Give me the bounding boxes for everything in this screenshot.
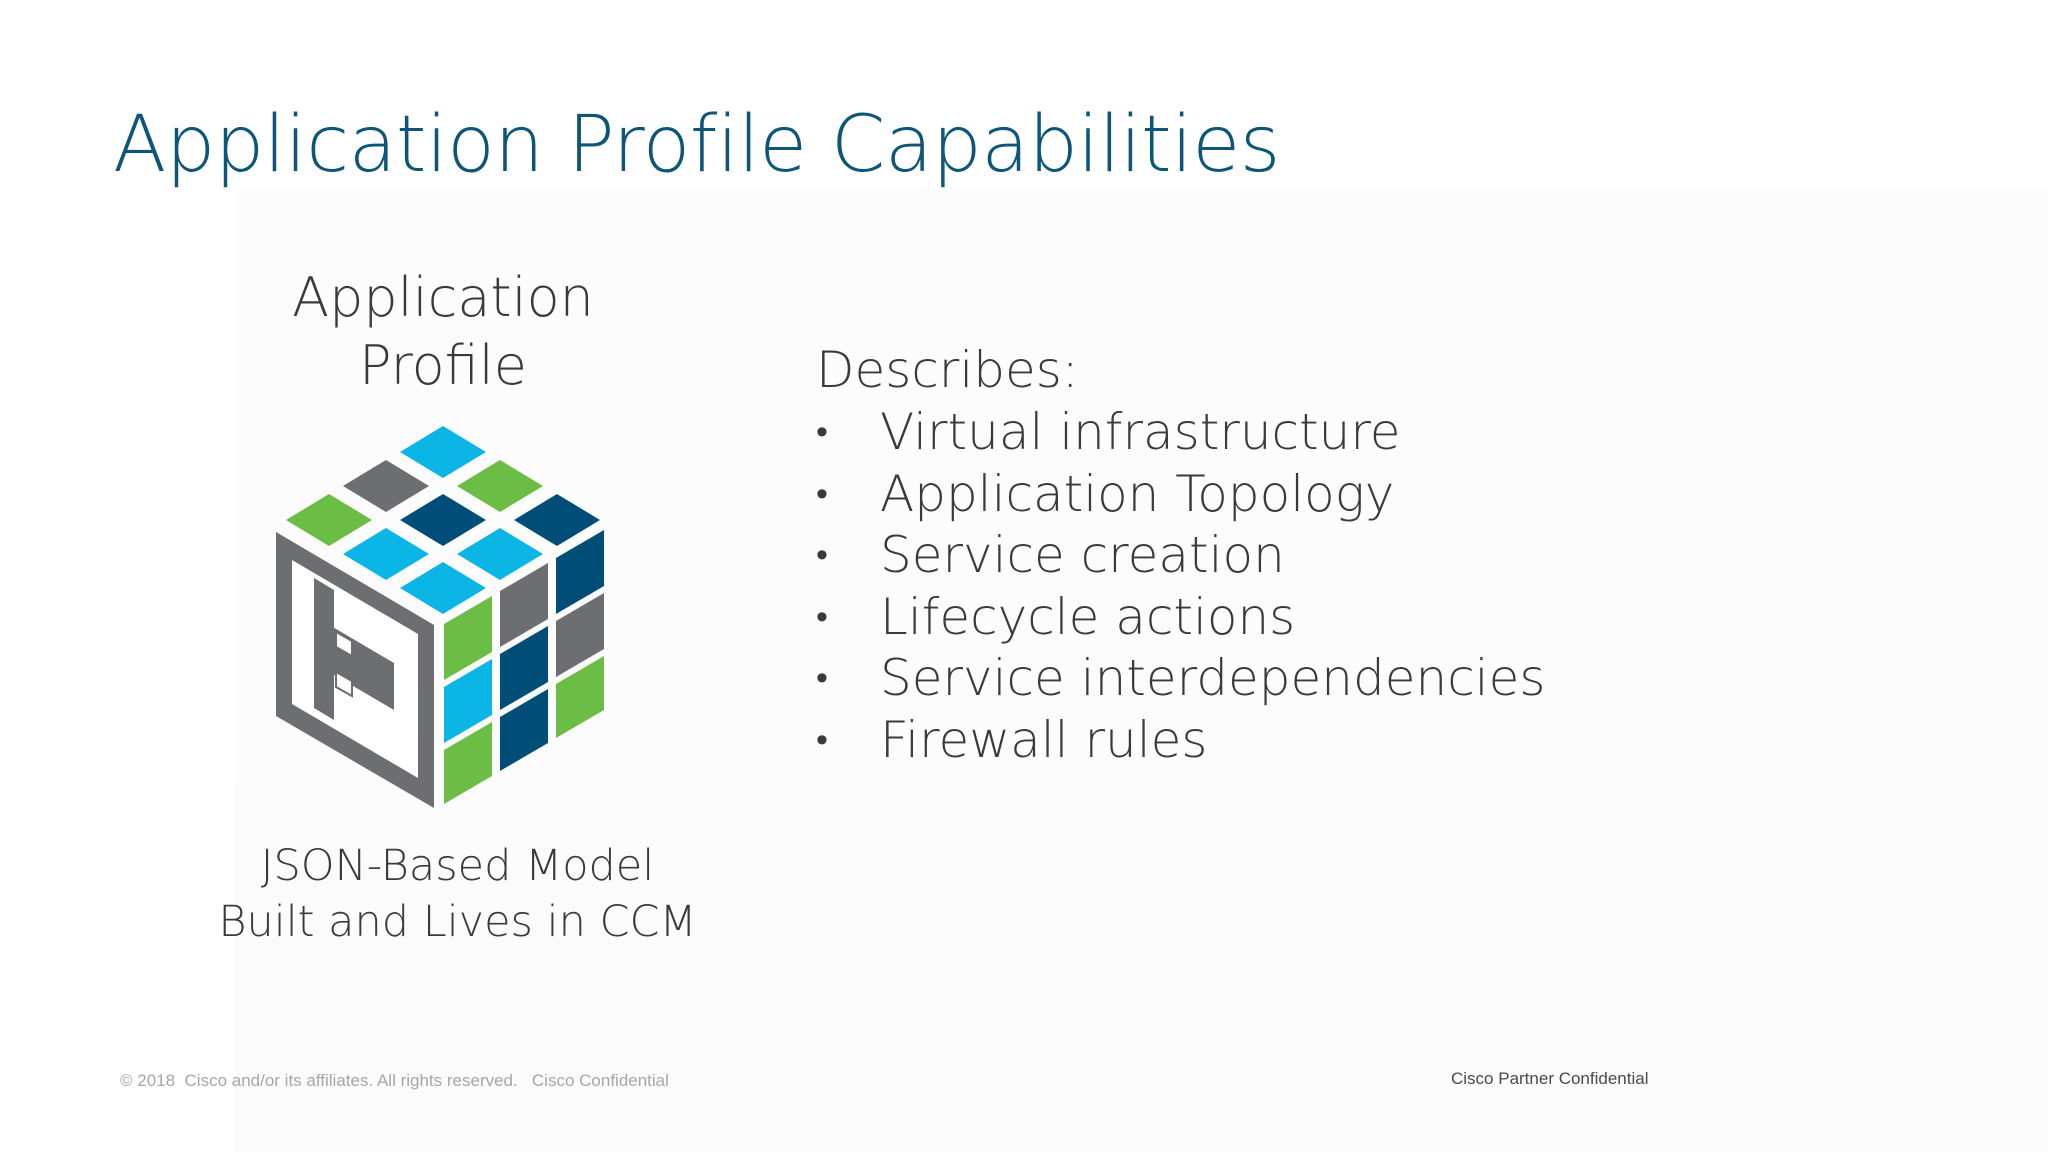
profile-heading-line-2: Profile	[359, 334, 527, 397]
cube-right-tile	[444, 659, 492, 743]
list-item: • Virtual infrastructure	[816, 402, 1545, 464]
bullet-icon: •	[816, 473, 828, 514]
describes-label: Describes:	[816, 341, 1079, 399]
list-item-text: Service interdependencies	[880, 649, 1546, 707]
model-caption: JSON-Based Model Built and Lives in CCM	[195, 838, 720, 950]
cube-right-tile	[444, 722, 492, 804]
bullet-icon: •	[816, 535, 828, 575]
list-item: • Lifecycle actions	[816, 587, 1545, 649]
profile-heading: Application Profile	[243, 264, 643, 400]
list-item: • Service interdependencies	[816, 648, 1545, 710]
cube-top-tile	[400, 494, 486, 546]
bullet-icon: •	[816, 719, 828, 760]
list-item-text: Service creation	[880, 526, 1285, 584]
cube-top-tile	[457, 460, 543, 512]
list-item: • Firewall rules	[816, 710, 1545, 772]
slide-title: Application Profile Capabilities	[113, 100, 1280, 190]
cube-top-tile	[457, 528, 543, 580]
profile-heading-line-1: Application	[292, 266, 594, 329]
cube-top-tile	[400, 562, 486, 614]
cube-right-face	[444, 530, 604, 804]
list-item: • Application Topology	[816, 464, 1545, 526]
list-item-text: Application Topology	[880, 464, 1395, 523]
cube-right-tile	[500, 689, 548, 771]
cube-right-tile	[500, 626, 548, 710]
cube-top-tile	[514, 494, 600, 546]
cube-right-tile	[556, 593, 604, 677]
cube-top-tile	[400, 426, 486, 478]
cube-top-tile	[343, 528, 429, 580]
cube-right-tile	[500, 563, 548, 647]
bullet-icon: •	[816, 412, 828, 452]
capabilities-list: • Virtual infrastructure • Application Top…	[816, 402, 1545, 771]
list-item-text: Virtual infrastructure	[880, 403, 1401, 461]
list-item: • Service creation	[816, 525, 1545, 587]
model-caption-line-2: Built and Lives in CCM	[218, 897, 697, 947]
cube-right-tile	[444, 596, 492, 680]
cube-top-tile	[343, 460, 429, 512]
cube-left-face	[276, 532, 434, 808]
cube-top-face	[286, 426, 600, 614]
cube-right-tile	[556, 530, 604, 614]
footer-confidential: Cisco Partner Confidential	[1451, 1069, 1649, 1088]
list-item-text: Firewall rules	[880, 710, 1208, 769]
list-item-text: Lifecycle actions	[880, 587, 1296, 646]
footer-copyright: © 2018 Cisco and/or its affiliates. All …	[120, 1071, 669, 1090]
bullet-icon: •	[816, 596, 828, 637]
application-profile-cube-icon	[276, 426, 604, 808]
cube-top-tile	[286, 494, 372, 546]
bullet-icon: •	[816, 658, 828, 698]
cube-right-tile	[556, 656, 604, 738]
model-caption-line-1: JSON-Based Model	[260, 841, 655, 891]
